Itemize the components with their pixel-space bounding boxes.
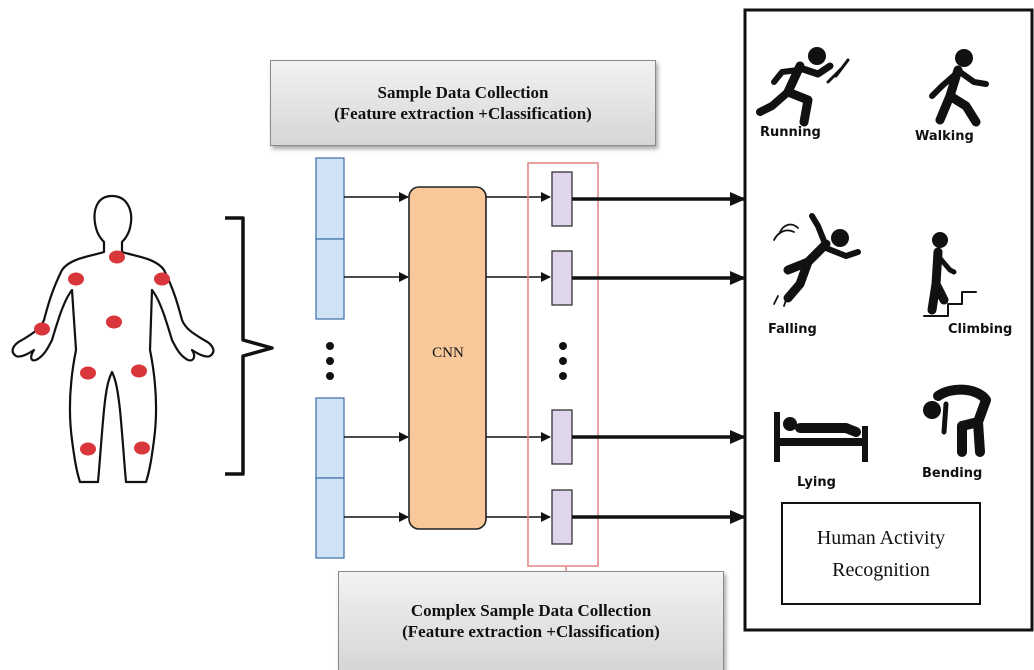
input-cells bbox=[315, 157, 345, 559]
activity-label-walking: Walking bbox=[915, 129, 974, 144]
sample-data-collection-title: Sample Data Collection bbox=[377, 82, 549, 102]
sensor-dot bbox=[34, 322, 50, 336]
activity-label-falling: Falling bbox=[768, 322, 817, 337]
human-body-figure bbox=[11, 194, 215, 484]
activity-label-bending: Bending bbox=[922, 466, 983, 481]
activity-label-lying: Lying bbox=[797, 475, 836, 490]
sensor-dot bbox=[68, 272, 84, 286]
complex-sample-data-collection-title: Complex Sample Data Collection bbox=[410, 600, 652, 620]
output-ellipsis bbox=[559, 342, 567, 380]
falling-icon bbox=[773, 213, 861, 307]
human-activity-recognition-box: Human Activity Recognition bbox=[781, 502, 981, 605]
input-cell bbox=[315, 157, 345, 240]
output-cell bbox=[551, 250, 573, 306]
activity-label-running: Running bbox=[760, 125, 821, 140]
sensor-dot bbox=[106, 315, 122, 329]
output-cell bbox=[551, 409, 573, 465]
cnn-output-arrows bbox=[486, 192, 551, 522]
running-icon bbox=[756, 47, 850, 127]
cnn-label: CNN bbox=[432, 345, 464, 361]
walking-icon bbox=[929, 49, 989, 127]
activity-label-climbing: Climbing bbox=[948, 322, 1013, 337]
input-arrows bbox=[344, 192, 409, 522]
input-ellipsis bbox=[326, 342, 334, 380]
sensor-dot bbox=[80, 366, 96, 380]
input-cell bbox=[315, 477, 345, 559]
grouping-bracket bbox=[225, 216, 274, 476]
output-cell bbox=[551, 171, 573, 227]
output-frame bbox=[527, 162, 599, 567]
cnn-block bbox=[408, 186, 487, 530]
bending-icon bbox=[923, 384, 991, 457]
lying-icon bbox=[774, 412, 868, 462]
output-cell bbox=[551, 489, 573, 545]
sensor-dot bbox=[80, 442, 96, 456]
sensor-dot bbox=[131, 364, 147, 378]
input-cell bbox=[315, 238, 345, 320]
sensor-dot bbox=[134, 441, 150, 455]
activities-panel bbox=[743, 8, 1034, 632]
har-title-line2: Recognition bbox=[832, 558, 930, 581]
output-cells bbox=[551, 171, 573, 545]
sensor-dot bbox=[109, 250, 125, 264]
har-title-line1: Human Activity bbox=[816, 526, 946, 549]
result-arrows bbox=[572, 192, 746, 524]
sample-data-collection-box: Sample Data Collection (Feature extracti… bbox=[270, 60, 656, 146]
input-cell bbox=[315, 397, 345, 479]
sensor-dots bbox=[34, 250, 170, 456]
climbing-icon bbox=[923, 232, 977, 317]
sample-data-collection-subtitle: (Feature extraction +Classification) bbox=[334, 104, 592, 123]
complex-sample-data-collection-box: Complex Sample Data Collection (Feature … bbox=[338, 571, 724, 670]
sensor-dot bbox=[154, 272, 170, 286]
complex-sample-data-collection-subtitle: (Feature extraction +Classification) bbox=[402, 622, 660, 641]
